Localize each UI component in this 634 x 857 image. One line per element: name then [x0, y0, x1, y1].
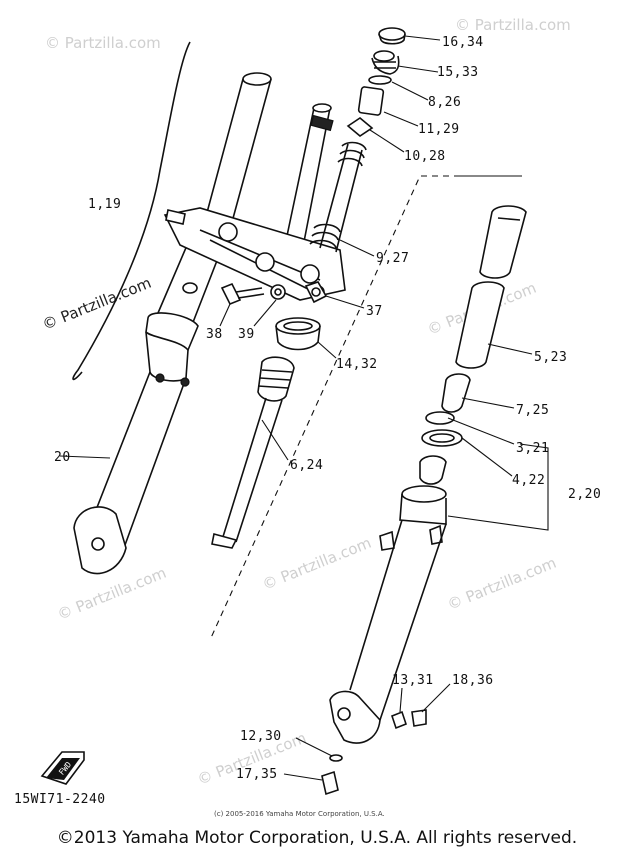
fwd-arrow-icon: FWD	[40, 751, 85, 785]
steering-bracket	[163, 103, 346, 301]
watermark: © Partzilla.com	[445, 554, 559, 614]
small-copyright: (c) 2005-2016 Yamaha Motor Corporation, …	[214, 810, 385, 818]
watermark: © Partzilla.com	[55, 564, 169, 624]
assembly-bracket	[72, 41, 191, 381]
callout-6-24: 6,24	[290, 458, 323, 473]
callout-7-25: 7,25	[516, 403, 549, 418]
callout-37: 37	[366, 304, 383, 319]
callout-4-22: 4,22	[512, 473, 545, 488]
callout-2-20: 2,20	[568, 487, 601, 502]
callout-11-29: 11,29	[418, 122, 460, 137]
callout-9-27: 9,27	[376, 251, 409, 266]
fork-spring-upper	[309, 141, 367, 253]
right-fork-assembly	[321, 205, 527, 796]
watermark: © Partzilla.com	[260, 534, 374, 594]
callout-13-31: 13,31	[392, 673, 434, 688]
watermark: © Partzilla.com	[45, 34, 161, 52]
watermark: © Partzilla.com	[40, 274, 154, 334]
watermark: © Partzilla.com	[455, 16, 571, 34]
leader-lines	[59, 35, 549, 781]
callout-39: 39	[238, 327, 255, 342]
callout-38: 38	[206, 327, 223, 342]
callout-10-28: 10,28	[404, 149, 446, 164]
footer-copyright: ©2013 Yamaha Motor Corporation, U.S.A. A…	[56, 828, 578, 848]
damper-rod	[211, 356, 295, 549]
callout-5-23: 5,23	[534, 350, 567, 365]
cap-stack	[346, 27, 406, 137]
callout-8-26: 8,26	[428, 95, 461, 110]
left-fork-assembly	[73, 72, 272, 575]
callout-15-33: 15,33	[437, 65, 479, 80]
diagram-code: 15WI71-2240	[14, 792, 106, 807]
dust-seal	[275, 317, 321, 351]
callout-1-19: 1,19	[88, 197, 121, 212]
callout-17-35: 17,35	[236, 767, 278, 782]
callout-3-21: 3,21	[516, 441, 549, 456]
callout-18-36: 18,36	[452, 673, 494, 688]
callout-12-30: 12,30	[240, 729, 282, 744]
callout-16-34: 16,34	[442, 35, 484, 50]
callouts: 16,34 15,33 8,26 11,29 10,28 1,19 9,27 3…	[54, 35, 601, 782]
mounting-bolts	[220, 281, 328, 306]
assembly-boundary	[209, 175, 460, 641]
callout-20: 20	[54, 450, 71, 465]
callout-14-32: 14,32	[336, 357, 378, 372]
